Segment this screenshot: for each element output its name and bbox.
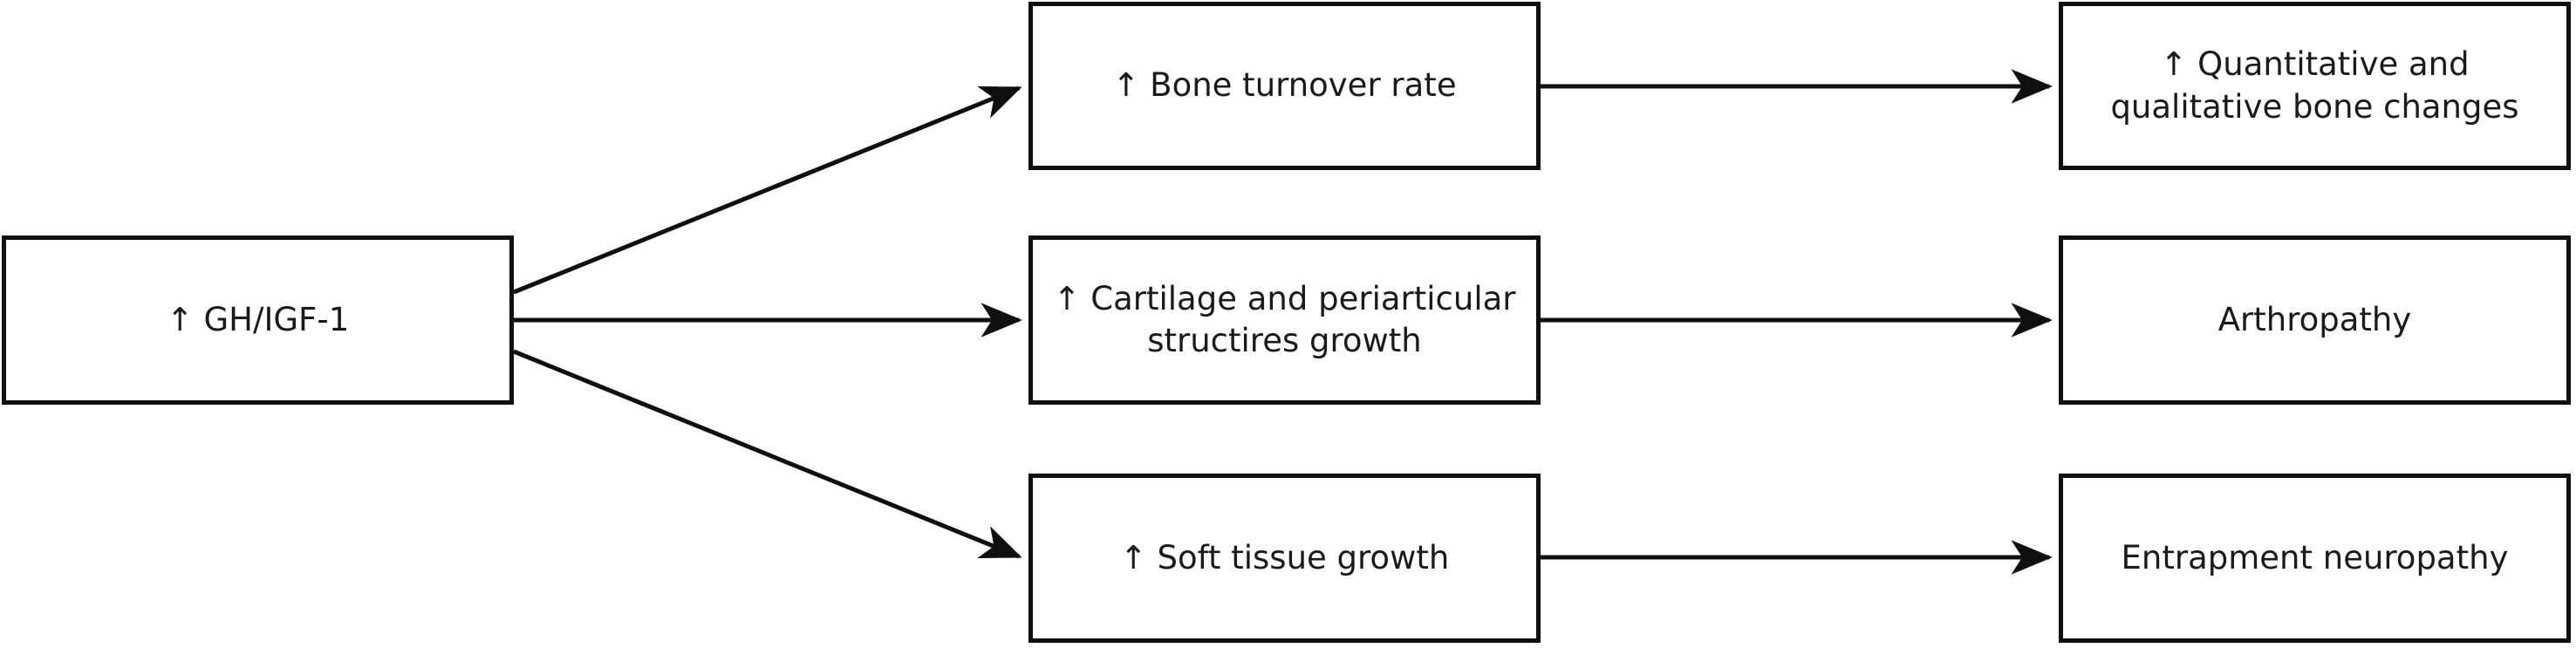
- arrow-source-to-bone-turnover: [513, 85, 1022, 295]
- node-entrapment-neuropathy-label: Entrapment neuropathy: [2121, 538, 2509, 576]
- node-entrapment-neuropathy: Entrapment neuropathy: [2059, 474, 2571, 643]
- node-arthropathy-label: Arthropathy: [2217, 300, 2412, 338]
- node-cartilage-periarticular-growth-label: ↑ Cartilage and periarticular structires…: [1053, 279, 1516, 359]
- node-arthropathy: Arthropathy: [2059, 235, 2571, 405]
- node-soft-tissue-growth-label: ↑ Soft tissue growth: [1119, 538, 1450, 576]
- arrow-source-to-soft-tissue: [513, 349, 1022, 559]
- node-quantitative-qualitative-bone-changes: ↑ Quantitative and qualitative bone chan…: [2059, 2, 2571, 170]
- node-quantitative-qualitative-bone-changes-label: ↑ Quantitative and qualitative bone chan…: [2110, 45, 2519, 126]
- node-bone-turnover-rate: ↑ Bone turnover rate: [1028, 2, 1541, 170]
- node-gh-igf1-label: ↑ GH/IGF-1: [166, 300, 350, 338]
- node-gh-igf1: ↑ GH/IGF-1: [2, 235, 514, 405]
- node-bone-turnover-rate-label: ↑ Bone turnover rate: [1112, 66, 1457, 105]
- node-soft-tissue-growth: ↑ Soft tissue growth: [1028, 474, 1541, 643]
- node-cartilage-periarticular-growth: ↑ Cartilage and periarticular structires…: [1028, 235, 1541, 405]
